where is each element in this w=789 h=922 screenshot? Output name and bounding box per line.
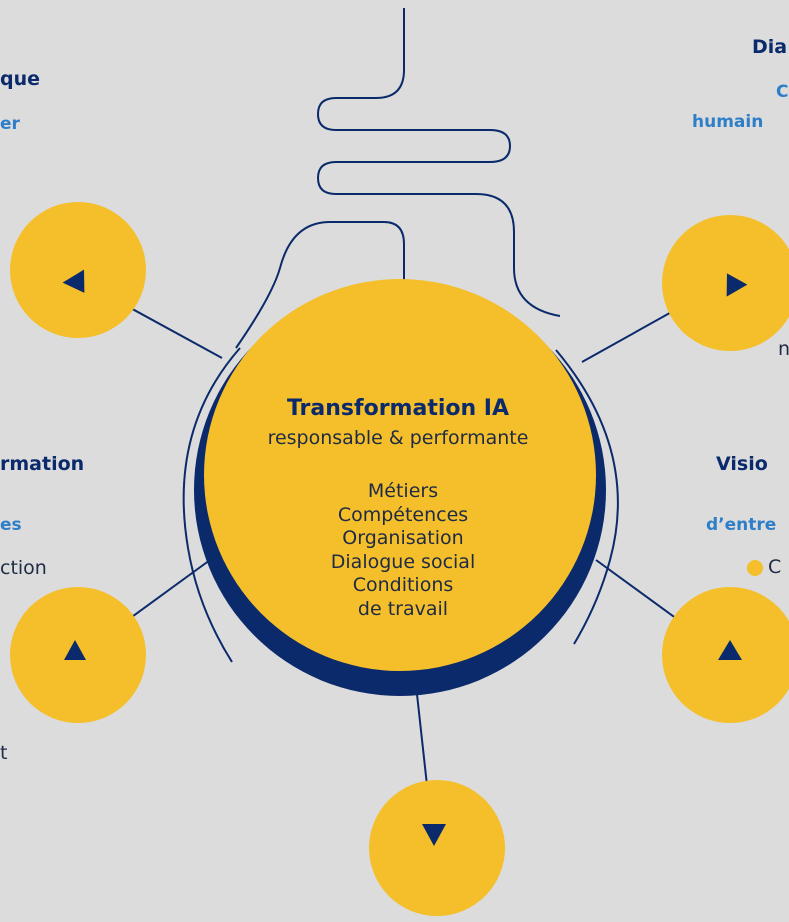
node-circle-bottom <box>369 780 505 916</box>
center-title: Transformation IA <box>286 396 510 421</box>
center-subtitle: responsable & performante <box>267 427 529 449</box>
arrow-tip-top-right <box>726 273 748 297</box>
topic-item: Métiers <box>367 480 439 502</box>
central-circle <box>204 279 596 671</box>
node-circle-top-left <box>10 202 146 338</box>
right-text-fragment: n <box>778 338 789 360</box>
top-right-heading-fragment: Dia <box>752 36 788 58</box>
arrow-tip-bottom-right <box>718 640 742 660</box>
topic-item: Organisation <box>342 527 464 549</box>
mid-right-sub-fragment: d’entre <box>706 515 777 535</box>
outer-arc-left <box>182 347 241 663</box>
topic-item: Compétences <box>337 503 469 526</box>
center-topic-list: Métiers Compétences Organisation Dialogu… <box>248 480 558 621</box>
top-left-sub-fragment: er <box>0 114 20 134</box>
bulb-cable <box>316 8 561 317</box>
topic-item: de travail <box>357 597 449 620</box>
outer-arc-right <box>555 349 619 645</box>
bulb-neck <box>235 221 405 349</box>
arrow-tip-bottom <box>422 824 446 846</box>
mid-left-sub-fragment: es <box>0 515 22 535</box>
bottom-left-text-fragment: t <box>0 742 8 764</box>
mid-right-heading-fragment: Visio <box>716 453 768 475</box>
topic-item: Dialogue social <box>330 550 476 573</box>
arrow-tip-top-left <box>62 269 85 293</box>
mid-right-bullet-fragment: C <box>768 556 782 578</box>
topic-item: Conditions <box>352 574 454 596</box>
top-right-sub-fragment-2: humain <box>692 112 764 132</box>
top-left-heading-fragment: que <box>0 68 41 90</box>
mid-left-text-fragment: ction <box>0 557 47 579</box>
mid-left-heading-fragment: rmation <box>0 453 85 475</box>
node-circle-top-right <box>662 215 789 351</box>
bullet-dot-icon <box>747 560 763 576</box>
arrow-tip-bottom-left <box>64 640 86 660</box>
top-right-sub-fragment-1: C <box>776 82 789 102</box>
